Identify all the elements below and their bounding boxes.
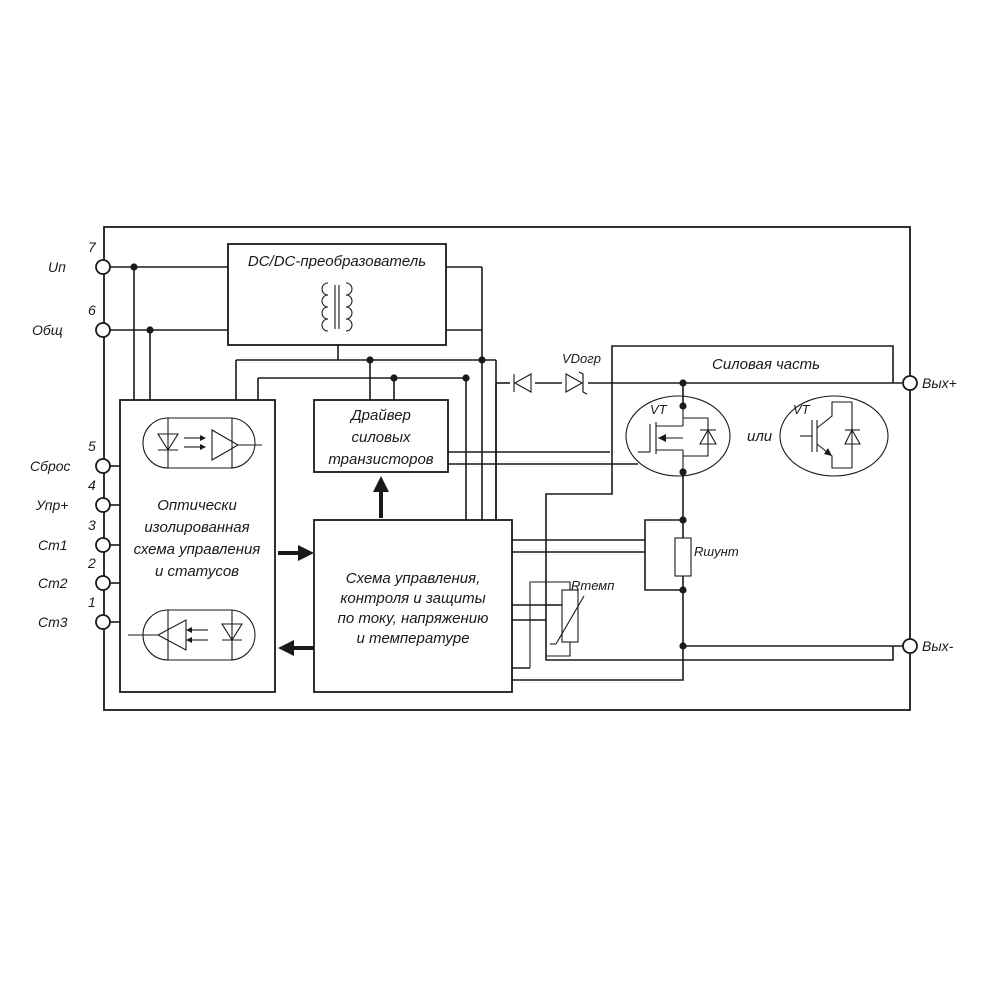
opto-block: Оптически изолированная схема управления…: [119, 399, 276, 693]
rshunt-label: Rшунт: [694, 544, 739, 559]
opto-line-4: и статусов: [155, 563, 239, 580]
opto-line-1: Оптически: [157, 497, 237, 514]
terminal-up[interactable]: Uп 7: [48, 239, 111, 275]
terminal-st3-pin: 1: [88, 594, 96, 610]
dcdc-block: DC/DC-преобразователь: [227, 243, 447, 346]
opto-line-2: изолированная: [144, 519, 249, 536]
transformer-icon: [321, 282, 353, 332]
terminal-obsch-pin: 6: [88, 302, 96, 318]
terminal-st3-label: Ст3: [38, 614, 68, 630]
ili-label: или: [747, 428, 773, 445]
vt1-label: VT: [650, 402, 668, 417]
power-title: Силовая часть: [712, 356, 820, 373]
mosfet-icon: [625, 395, 731, 477]
terminal-st2[interactable]: Ст2 2: [38, 555, 111, 591]
driver-block: Драйвер силовых транзисторов: [313, 399, 449, 473]
terminal-sbros-pin: 5: [88, 438, 96, 454]
driver-line-2: силовых: [351, 429, 411, 446]
igbt-icon: [779, 395, 889, 477]
terminal-st2-pin: 2: [87, 555, 96, 571]
optocoupler-input-icon: [142, 417, 262, 469]
terminal-vyh-plus-label: Вых+: [922, 375, 957, 391]
control-line-2: контроля и защиты: [340, 590, 485, 607]
terminal-st1-pin: 3: [88, 517, 96, 533]
terminal-vyh-minus[interactable]: Вых-: [902, 638, 954, 654]
terminal-upr-label: Упр+: [35, 497, 68, 513]
control-line-3: по току, напряжению: [338, 610, 489, 627]
terminal-upr[interactable]: Упр+ 4: [35, 477, 111, 513]
control-block: Схема управления, контроля и защиты по т…: [313, 519, 513, 693]
driver-line-3: транзисторов: [328, 451, 433, 468]
terminal-st1[interactable]: Ст1 3: [38, 517, 111, 553]
terminal-sbros[interactable]: Сброс 5: [30, 438, 111, 474]
terminal-vyh-minus-label: Вых-: [922, 638, 954, 654]
wires: [110, 266, 902, 681]
terminal-obsch-label: Общ: [32, 322, 63, 338]
terminal-upr-pin: 4: [88, 477, 96, 493]
vt2-label: VT: [793, 402, 811, 417]
rtemp-label: Rтемп: [571, 578, 614, 593]
control-line-1: Схема управления,: [346, 570, 480, 587]
terminal-obsch[interactable]: Общ 6: [32, 302, 111, 338]
terminal-st1-label: Ст1: [38, 537, 68, 553]
control-line-4: и температуре: [356, 630, 469, 647]
terminal-up-pin: 7: [88, 239, 97, 255]
terminal-up-label: Uп: [48, 259, 66, 275]
dcdc-title: DC/DC-преобразователь: [248, 253, 426, 270]
opto-line-3: схема управления: [134, 541, 261, 558]
vdogr-label: VDогр: [562, 351, 601, 366]
signal-arrows: [278, 476, 389, 656]
rtemp-icon: [529, 581, 585, 668]
vdogr-diodes-icon: [513, 371, 588, 395]
driver-line-1: Драйвер: [349, 407, 411, 424]
terminal-vyh-plus[interactable]: Вых+: [902, 375, 957, 391]
optocoupler-output-icon: [128, 609, 256, 661]
terminal-st3[interactable]: Ст3 1: [38, 594, 111, 630]
rshunt-icon: [674, 537, 692, 577]
terminal-sbros-label: Сброс: [30, 458, 71, 474]
terminal-st2-label: Ст2: [38, 575, 68, 591]
